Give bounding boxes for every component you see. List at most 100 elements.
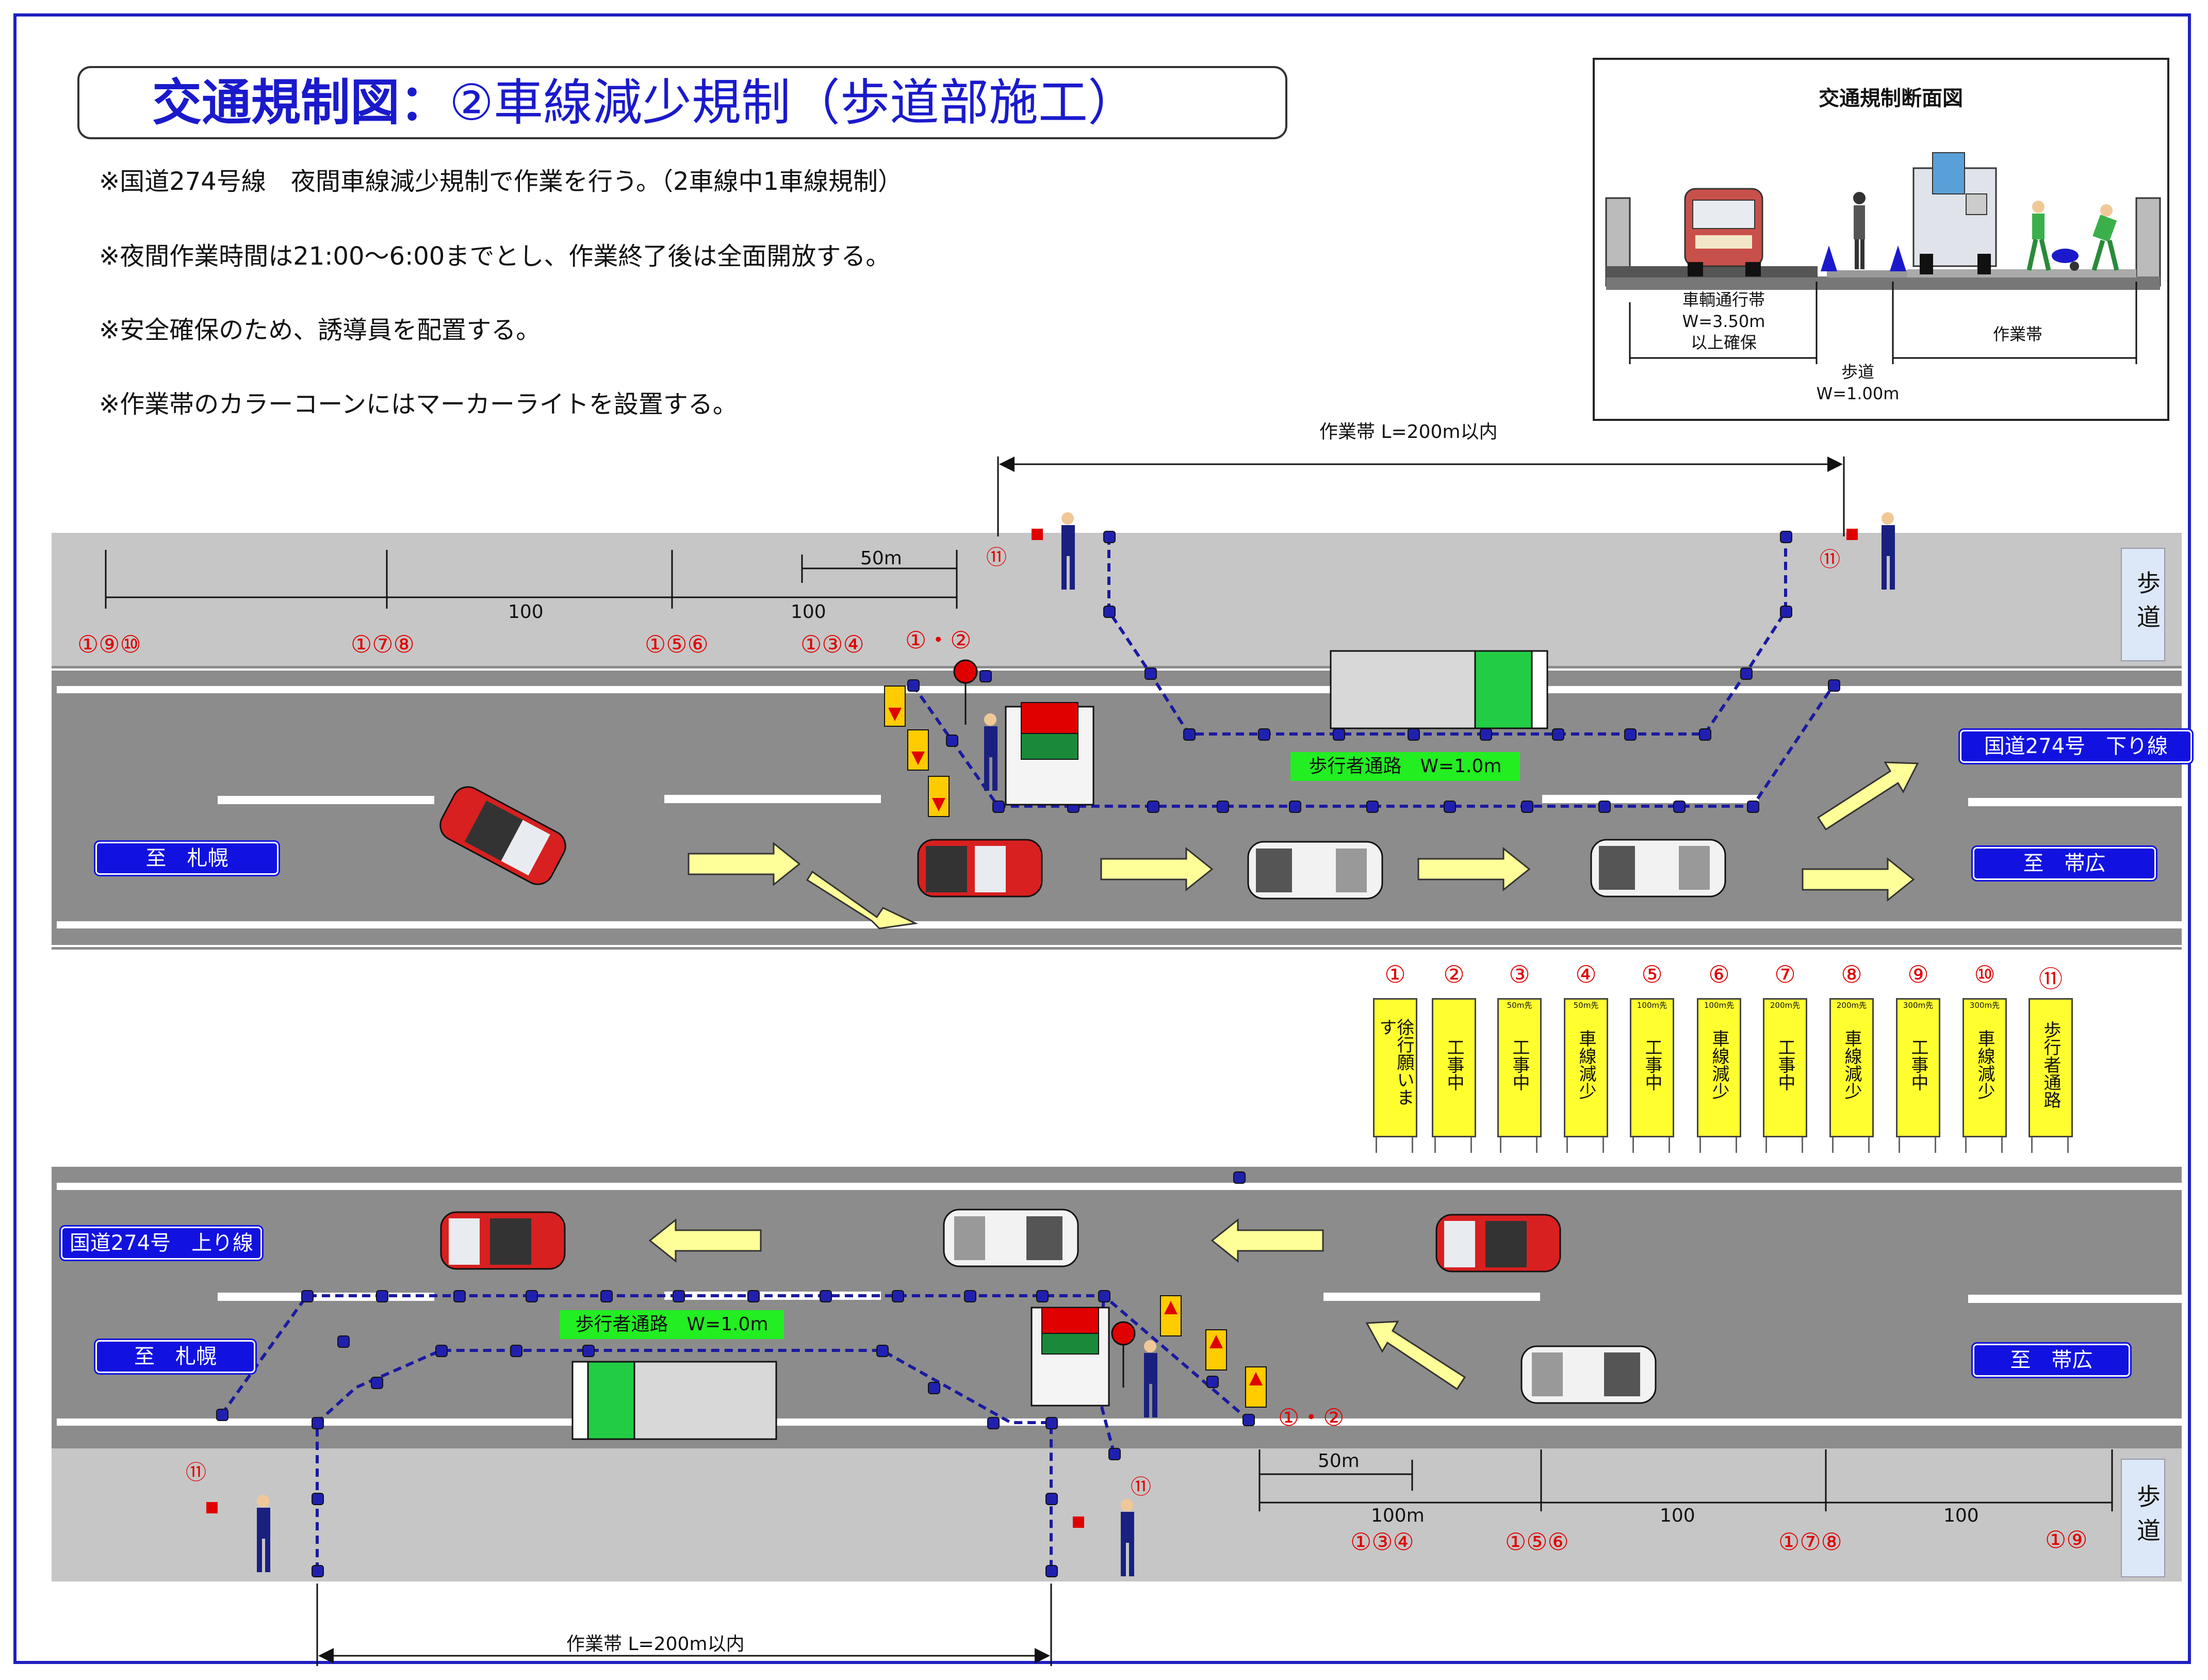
sidewalk-width-label: 歩道 W=1.00m — [1816, 362, 1900, 403]
sign-text: 徐行願います — [1376, 1018, 1414, 1106]
sign-leg — [1602, 1137, 1604, 1153]
sign-text: 工事中 — [1444, 1038, 1464, 1091]
sign-leg — [2067, 1137, 2069, 1153]
top-sign-group-2: ①⑦⑧ — [351, 630, 415, 658]
sign-text: 工事中 — [1642, 1038, 1662, 1091]
top-carriageway — [52, 666, 2182, 950]
top-sidewalk-label: 歩道 — [2121, 548, 2165, 661]
road-sign-10: 300m先車線減少 — [1962, 998, 2007, 1137]
sign-distance-label: 200m先 — [1836, 1001, 1867, 1010]
sign-leg — [1500, 1137, 1501, 1153]
car-red-icon — [917, 839, 1043, 898]
work-zone-label: 作業帯 — [1992, 324, 2042, 344]
sign-text: 工事中 — [1775, 1038, 1795, 1091]
top-route-label: 国道274号 下り線 — [1958, 728, 2194, 764]
sign-text: 歩行者通路 — [2040, 1021, 2061, 1108]
sign-number-1: ① — [1384, 960, 1406, 988]
lane-width-label: 車輌通行帯 W=3.50m 以上確保 — [1682, 290, 1765, 353]
top-distance-100-b: 100 — [791, 601, 826, 623]
bottom-to-obihiro-label: 至 帯広 — [1971, 1342, 2132, 1378]
work-truck-icon — [1330, 650, 1548, 729]
road-sign-7: 200m先工事中 — [1763, 998, 1807, 1137]
top-guard-mark-right: ⑪ — [1820, 548, 1840, 572]
car-red-icon — [439, 786, 566, 885]
car-red-icon — [440, 1211, 566, 1270]
sign-number-7: ⑦ — [1774, 960, 1796, 988]
top-sign-group-3: ①⑤⑥ — [645, 630, 709, 658]
sign-leg — [1632, 1137, 1634, 1153]
bottom-sign-group-1: ①③④ — [1350, 1528, 1414, 1556]
warning-lamp-icon — [953, 659, 1136, 1388]
car-front-icon — [1684, 188, 1763, 276]
bottom-route-label: 国道274号 上り線 — [59, 1225, 264, 1261]
bottom-distance-100-b: 100 — [1943, 1505, 1979, 1526]
sign-leg — [1899, 1137, 1900, 1153]
title-frame — [77, 66, 1287, 139]
cross-section-title: 交通規制断面図 — [1819, 87, 1963, 110]
car-white-icon — [1247, 841, 1383, 900]
worker-icon — [2026, 201, 2079, 271]
sign-number-3: ③ — [1509, 960, 1530, 988]
sign-leg — [1470, 1137, 1472, 1153]
top-sign-group-4: ①③④ — [800, 630, 864, 658]
road-sign-5: 100m先工事中 — [1630, 998, 1674, 1137]
car-white-icon — [1520, 1345, 1657, 1404]
sign-distance-label: 50m先 — [1507, 1001, 1532, 1010]
bottom-start-mark: ①・② — [1278, 1404, 1345, 1431]
sign-text: 車線減少 — [1576, 1030, 1596, 1100]
sign-distance-label: 200m先 — [1770, 1001, 1801, 1010]
top-to-obihiro-label: 至 帯広 — [1971, 845, 2157, 882]
sign-distance-label: 50m先 — [1573, 1001, 1599, 1010]
road-sign-8: 200m先車線減少 — [1829, 998, 1874, 1137]
note-3: ※安全確保のため、誘導員を配置する。 — [99, 316, 541, 345]
sign-leg — [1868, 1137, 1870, 1153]
road-sign-9: 300m先工事中 — [1896, 998, 1940, 1137]
sign-number-8: ⑧ — [1841, 960, 1862, 988]
top-to-sapporo-label: 至 札幌 — [94, 840, 280, 876]
note-1: ※国道274号線 夜間車線減少規制で作業を行う。（2車線中1車線規制） — [99, 167, 903, 196]
title-sub: ②車線減少規制（歩道部施工） — [449, 74, 1138, 132]
sign-leg — [1935, 1137, 1936, 1153]
flagman-icon — [206, 512, 1895, 1576]
bottom-sidewalk — [52, 1448, 2182, 1581]
bottom-walkway-label: 歩行者通路 W=1.0m — [560, 1310, 784, 1339]
sign-number-6: ⑥ — [1708, 960, 1730, 988]
sign-leg — [1536, 1137, 1538, 1153]
sign-number-10: ⑩ — [1974, 960, 1996, 988]
road-sign-3: 50m先工事中 — [1497, 998, 1542, 1137]
top-guard-mark-left: ⑪ — [986, 546, 1007, 569]
truck-rear-icon — [1912, 152, 1997, 274]
sign-leg — [1802, 1137, 1803, 1153]
bottom-to-sapporo-label: 至 札幌 — [94, 1339, 257, 1375]
sign-text: 車線減少 — [1709, 1030, 1729, 1100]
note-4: ※作業帯のカラーコーンにはマーカーライトを設置する。 — [99, 390, 738, 419]
sign-text: 工事中 — [1908, 1038, 1928, 1091]
title-main: 交通規制図 — [152, 74, 400, 132]
bottom-guard-mark-right: ⑪ — [1131, 1475, 1151, 1499]
bottom-sign-group-3: ①⑦⑧ — [1778, 1528, 1842, 1556]
sign-distance-label: 100m先 — [1704, 1001, 1735, 1010]
sign-text: 車線減少 — [1974, 1030, 1995, 1100]
top-distance-100-a: 100 — [508, 601, 544, 623]
sign-distance-label: 300m先 — [1903, 1001, 1934, 1010]
bottom-sign-group-2: ①⑤⑥ — [1505, 1528, 1569, 1556]
arrow-board-icon — [884, 686, 1267, 1408]
car-red-icon — [1435, 1214, 1561, 1273]
bottom-work-zone-label: 作業帯 L=200m以内 — [566, 1634, 745, 1655]
top-sign-group-5: ①・② — [905, 626, 972, 654]
sign-leg — [1765, 1137, 1767, 1153]
cross-section-drawing — [1605, 152, 2161, 364]
page-border — [13, 13, 2191, 1664]
top-work-zone-label: 作業帯 L=200m以内 — [1319, 421, 1498, 443]
sign-leg — [1736, 1137, 1737, 1153]
top-sidewalk — [52, 533, 2182, 666]
bottom-distance-100-a: 100 — [1660, 1505, 1695, 1526]
bottom-distance-50m: 50m — [1318, 1450, 1360, 1472]
bottom-sign-group-4: ①⑨ — [2045, 1526, 2088, 1554]
sign-truck-icon — [1031, 1307, 1110, 1407]
car-white-icon — [1590, 839, 1726, 898]
sign-leg — [2001, 1137, 2003, 1153]
bottom-sidewalk-label: 歩道 — [2121, 1459, 2165, 1577]
sign-text: 工事中 — [1509, 1038, 1530, 1091]
